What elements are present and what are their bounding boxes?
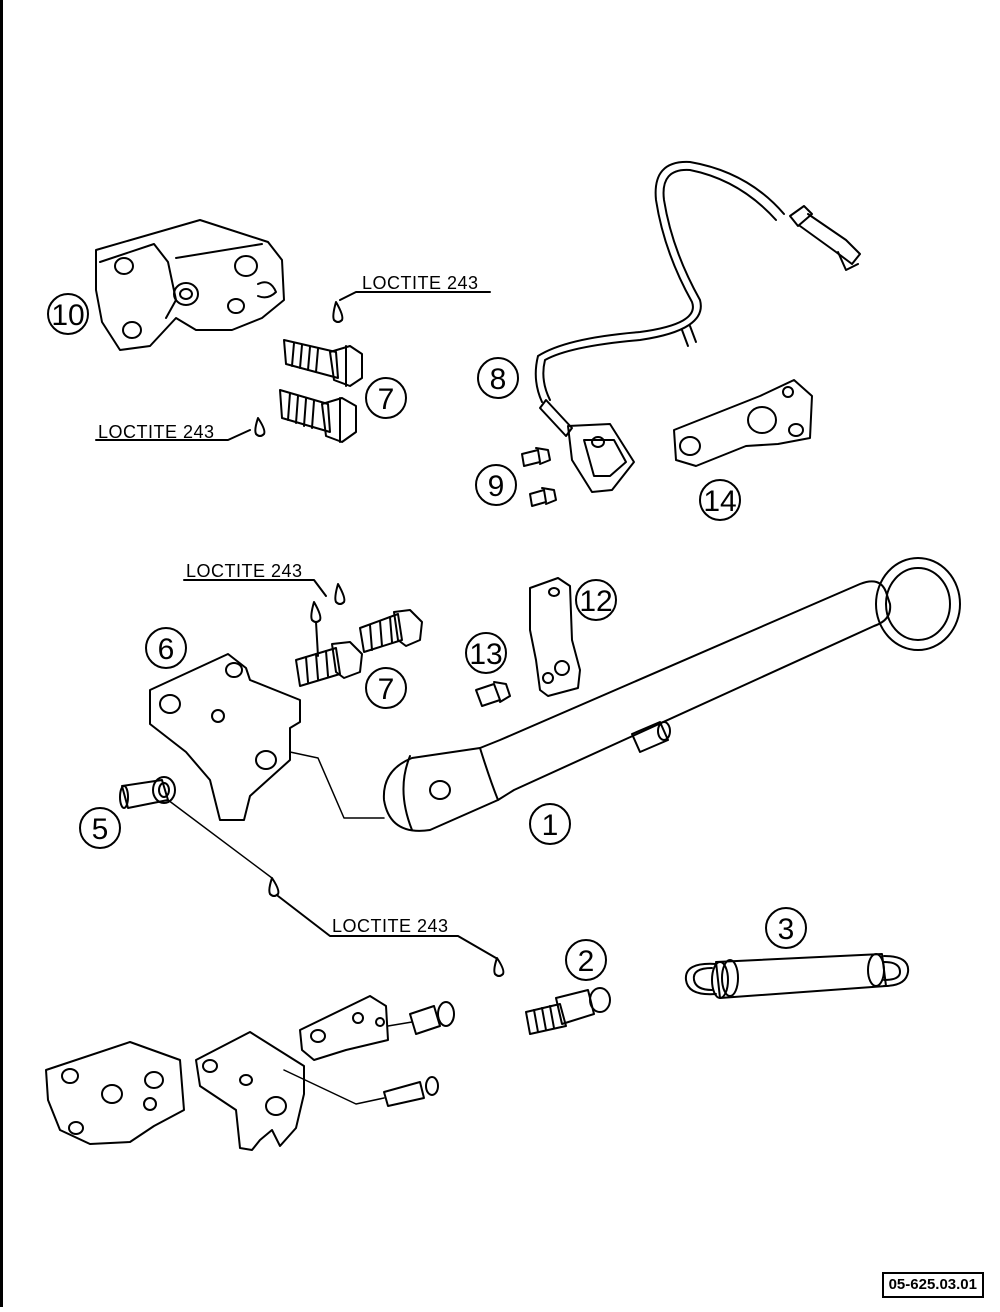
part-8-switch-cable (534, 160, 861, 493)
part-14-bracket-plate (673, 379, 813, 467)
callout-7-upper: 7 (378, 383, 395, 416)
loctite-leader-2 (95, 429, 251, 441)
loctite-leader-3 (183, 579, 327, 597)
loctite-drop-3 (334, 583, 346, 605)
callout-7-lower: 7 (378, 673, 395, 706)
callout-2: 2 (578, 945, 595, 978)
part-9-screw-a (521, 447, 551, 467)
loctite-drop-2 (254, 417, 266, 437)
callout-8: 8 (490, 363, 507, 396)
part-12-switch-bracket (529, 577, 581, 697)
callout-5: 5 (92, 813, 109, 846)
callout-3: 3 (778, 913, 795, 946)
part-1-side-stand (382, 557, 961, 832)
part-2-stud-bolt (525, 987, 611, 1035)
loctite-leader-5 (277, 895, 497, 959)
callout-14: 14 (703, 485, 736, 518)
loctite-note-1: LOCTITE 243 (362, 273, 479, 293)
part-10-mounting-block (95, 219, 285, 351)
part-3-spring (684, 953, 910, 999)
part-7-bolt-upper-b (279, 389, 357, 443)
part-5-pin (119, 776, 176, 809)
loctite-leader-1 (339, 291, 491, 301)
loctite-drop-6 (493, 957, 505, 977)
callout-1: 1 (542, 809, 559, 842)
loctite-note-2: LOCTITE 243 (98, 422, 215, 442)
loctite-drop-1 (332, 301, 344, 323)
callout-13: 13 (469, 638, 502, 671)
loctite-drop-4 (310, 601, 322, 623)
document-code-box: 05-625.03.01 (881, 1272, 984, 1298)
document-code: 05-625.03.01 (888, 1276, 977, 1293)
callout-9: 9 (488, 470, 505, 503)
assembly-line-b (167, 799, 273, 879)
assembly-overview (45, 995, 455, 1151)
page-border-line (0, 0, 3, 1307)
loctite-note-3: LOCTITE 243 (186, 561, 303, 581)
part-7-bolt-lower-a (359, 609, 423, 653)
callout-10: 10 (51, 299, 84, 332)
loctite-note-4: LOCTITE 243 (332, 916, 449, 936)
loctite-drop-5 (268, 877, 280, 897)
callout-6: 6 (158, 633, 175, 666)
part-7-bolt-upper-a (283, 339, 363, 387)
part-9-screw-b (529, 487, 557, 507)
part-6-bracket-plate (149, 653, 301, 821)
loctite-leader-4 (315, 621, 319, 657)
callout-12: 12 (579, 585, 612, 618)
assembly-line-a (289, 751, 385, 819)
part-7-bolt-lower-b (295, 641, 363, 687)
part-13-screw (475, 681, 511, 707)
